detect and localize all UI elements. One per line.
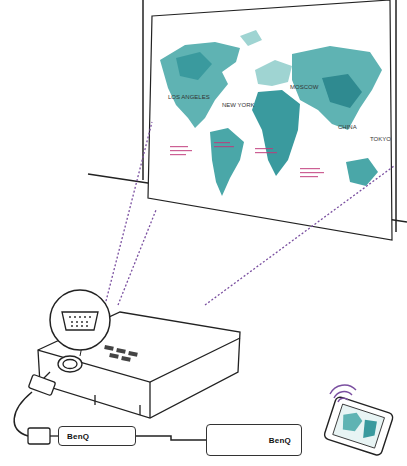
wireless-receiver: BenQ xyxy=(206,424,302,456)
mobile-device xyxy=(323,396,394,456)
map-city-label: MOSCOW xyxy=(290,84,318,90)
wall-edge xyxy=(395,0,397,232)
map-city-label: TOKYO xyxy=(370,136,391,142)
world-map xyxy=(160,30,382,196)
vga-cable xyxy=(14,372,58,444)
wifi-signal xyxy=(330,385,356,402)
brand-label: BenQ xyxy=(269,436,291,445)
brand-label: BenQ xyxy=(67,432,89,441)
projection-screen xyxy=(148,0,392,240)
wireless-dongle: BenQ xyxy=(58,426,136,446)
map-city-label: LOS ANGELES xyxy=(168,94,210,100)
map-city-label: NEW YORK xyxy=(222,102,255,108)
cable xyxy=(136,436,206,440)
projector xyxy=(38,312,240,418)
map-city-label: CHINA xyxy=(338,124,357,130)
projection-beam xyxy=(105,122,394,305)
vga-port-callout xyxy=(50,290,110,356)
